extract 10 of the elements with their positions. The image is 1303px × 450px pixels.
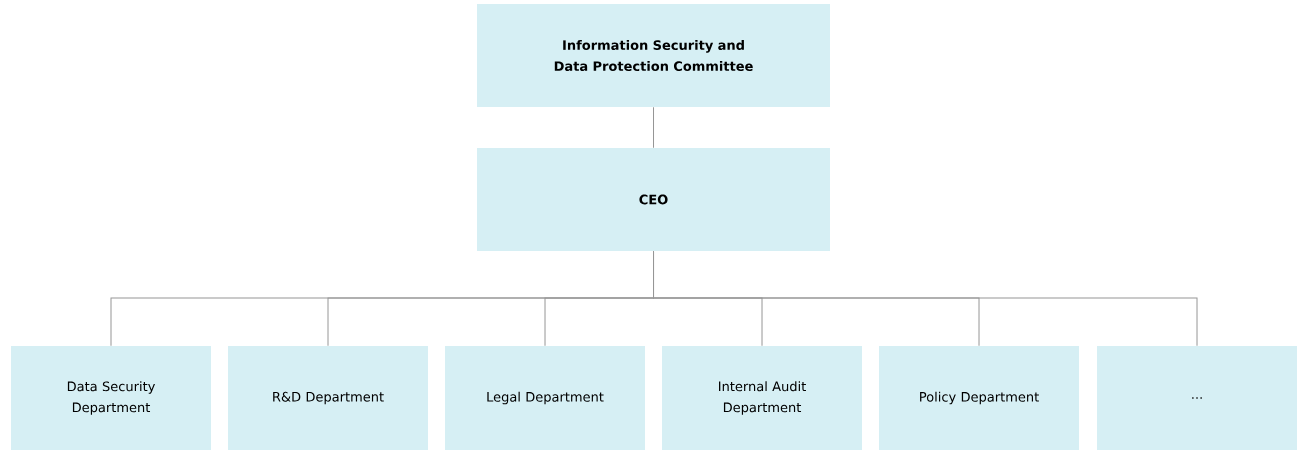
- org-box: Data Security Department: [11, 346, 211, 450]
- connector-line: [653, 106, 654, 149]
- org-box: Information Security and Data Protection Committee: [477, 4, 830, 107]
- org-box: Internal Audit Department: [662, 346, 862, 450]
- connector-line: [653, 250, 1198, 347]
- org-box: Legal Department: [445, 346, 645, 450]
- org-box: CEO: [477, 148, 830, 251]
- org-box: ...: [1097, 346, 1297, 450]
- org-box: R&D Department: [228, 346, 428, 450]
- org-box: Policy Department: [879, 346, 1079, 450]
